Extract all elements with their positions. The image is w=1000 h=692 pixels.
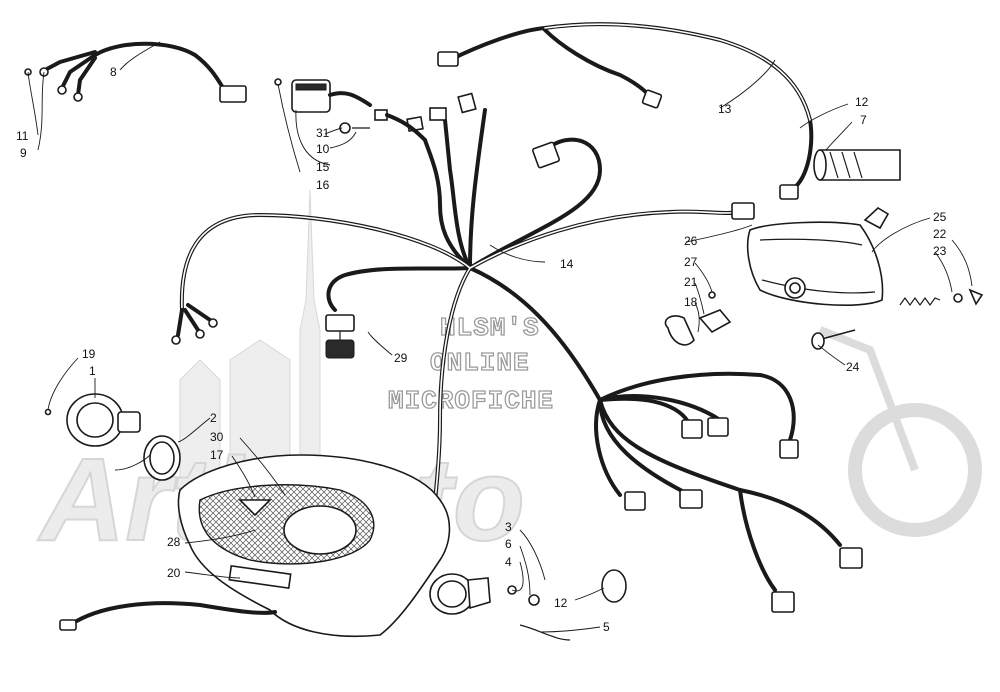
callout-8: 8 [110, 65, 117, 79]
callout-28: 28 [167, 535, 181, 549]
callout-4: 4 [505, 555, 512, 569]
callouts: 8 11 9 31 10 15 16 13 12 7 14 25 26 22 2… [16, 65, 947, 634]
callout-12-bottom: 12 [554, 596, 568, 610]
callout-3: 3 [505, 520, 512, 534]
gauge-assembly [44, 393, 181, 481]
callout-18: 18 [684, 295, 698, 309]
callout-25: 25 [933, 210, 947, 224]
callout-22: 22 [933, 227, 947, 241]
harness-8 [24, 41, 247, 103]
callout-23: 23 [933, 244, 947, 258]
callout-11: 11 [16, 129, 29, 143]
leader-lines [27, 41, 973, 633]
callout-1: 1 [89, 364, 96, 378]
handlebar-grip [813, 149, 901, 181]
taillight-assembly [664, 207, 984, 350]
callout-17: 17 [210, 448, 224, 462]
watermark-line-3: MICROFICHE [388, 386, 554, 416]
callout-5: 5 [603, 620, 610, 634]
callout-21: 21 [684, 275, 698, 289]
callout-12-top: 12 [855, 95, 869, 109]
callout-27: 27 [684, 255, 698, 269]
speedometer-assembly [429, 569, 627, 641]
regulator-assembly [274, 78, 372, 134]
callout-30: 30 [210, 430, 224, 444]
callout-19: 19 [82, 347, 96, 361]
motorcycle-silhouette [818, 326, 982, 537]
callout-6: 6 [505, 537, 512, 551]
callout-13: 13 [718, 102, 732, 116]
callout-9: 9 [20, 146, 27, 160]
harness-13 [437, 22, 901, 200]
callout-26: 26 [684, 234, 698, 248]
console-pod [59, 454, 451, 638]
callout-2: 2 [210, 411, 217, 425]
main-harness [171, 92, 755, 562]
callout-7: 7 [860, 113, 867, 127]
callout-24: 24 [846, 360, 860, 374]
callout-20: 20 [167, 566, 181, 580]
callout-10: 10 [316, 142, 330, 156]
callout-14: 14 [560, 257, 574, 271]
watermark-line-1: HLSM'S [440, 313, 540, 343]
callout-31: 31 [316, 126, 330, 140]
harness-lower-right [594, 371, 863, 613]
callout-16: 16 [316, 178, 330, 192]
callout-29: 29 [394, 351, 408, 365]
callout-15: 15 [316, 160, 330, 174]
